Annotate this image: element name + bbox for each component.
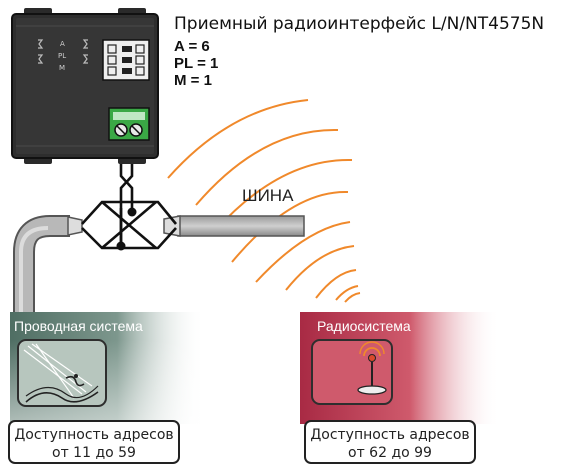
param-m: M = 1 (174, 72, 212, 89)
face-label-pl: PL (58, 52, 67, 60)
radio-address-line2: от 62 до 99 (348, 445, 432, 461)
bus-label: ШИНА (242, 186, 294, 205)
radio-address-line1: Доступность адресов (310, 427, 470, 443)
wave-arc-5 (255, 221, 351, 283)
wired-pipe (13, 215, 83, 318)
wave-arc-9 (344, 292, 361, 303)
wired-system-label: Проводная система (14, 318, 143, 334)
wave-arc-8 (335, 285, 359, 301)
wave-arc-7 (315, 269, 357, 299)
wired-address-line1: Доступность адресов (14, 427, 174, 443)
radio-system-panel (300, 312, 500, 424)
wire-junction-1 (127, 207, 137, 217)
face-symbols (38, 39, 88, 64)
wave-arc-4 (231, 190, 349, 263)
face-label-a: A (60, 40, 65, 48)
radio-address-box: Доступность адресов от 62 до 99 (304, 420, 476, 464)
radio-system-label: Радиосистема (317, 318, 411, 334)
face-label-m: M (59, 64, 66, 72)
wave-arc-2 (195, 128, 339, 206)
device-title: Приемный радиоинтерфейс L/N/NT4575N (174, 14, 545, 34)
bus-pipe-right (163, 215, 305, 237)
radio-transmitter-icon (311, 339, 393, 405)
wired-system-panel (10, 312, 205, 424)
param-a: A = 6 (174, 38, 210, 55)
radio-interface-device (11, 8, 159, 164)
param-pl: PL = 1 (174, 55, 219, 72)
wire-junction-2 (116, 241, 126, 251)
wired-address-box: Доступность адресов от 11 до 59 (8, 420, 180, 464)
wired-address-line2: от 11 до 59 (52, 445, 136, 461)
wave-arc-6 (285, 245, 355, 291)
wave-arc-1 (167, 99, 309, 179)
